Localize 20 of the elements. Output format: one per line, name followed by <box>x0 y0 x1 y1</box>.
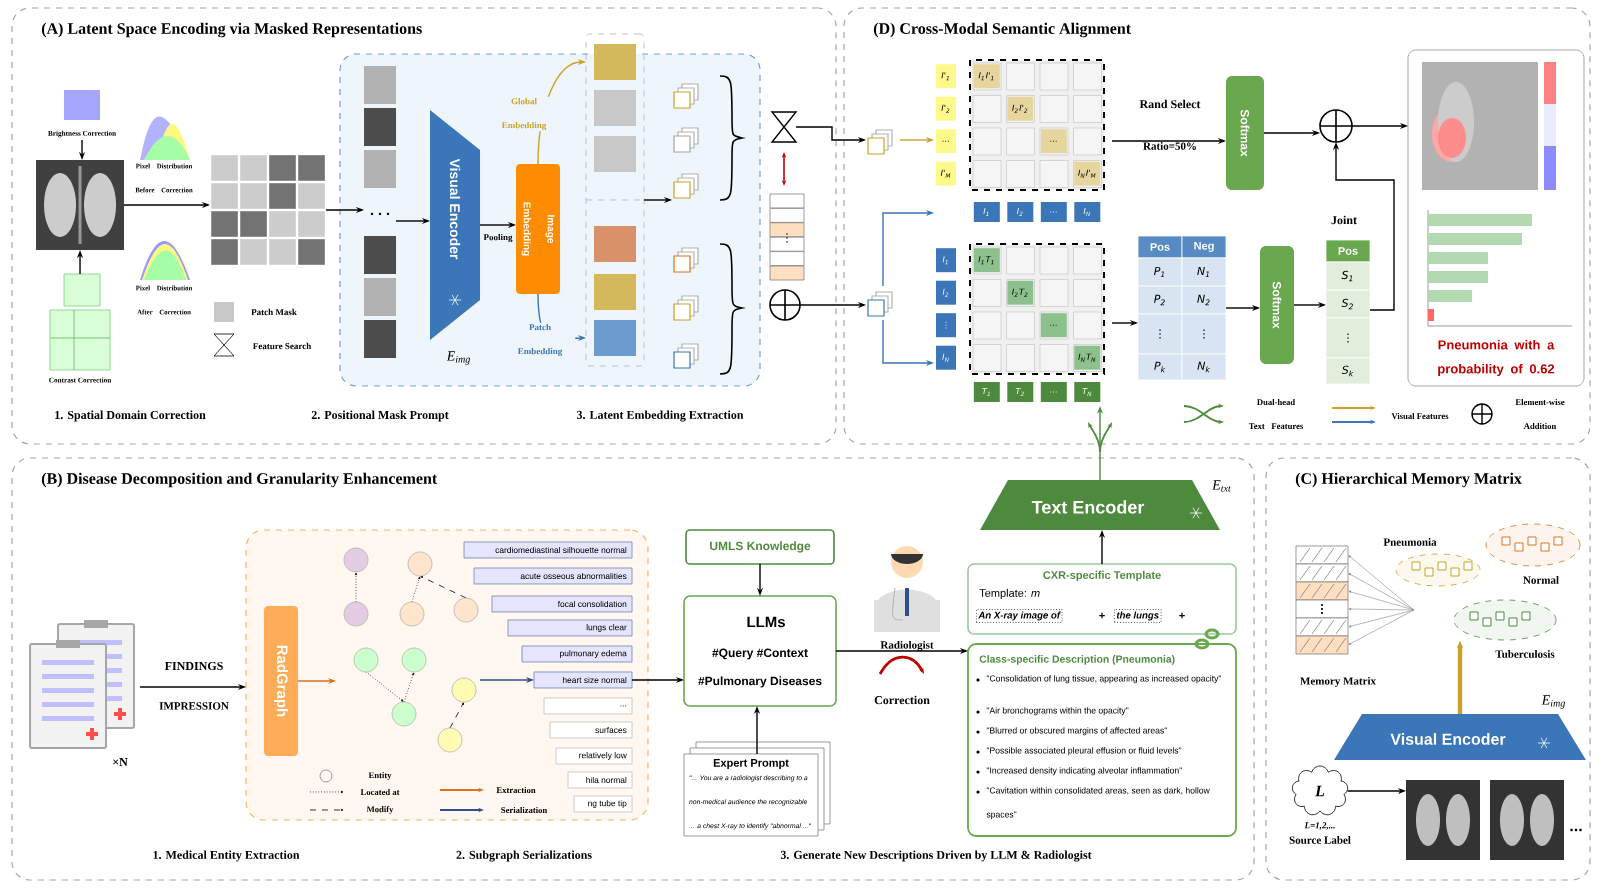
feature-stack <box>867 129 893 155</box>
addition-symbol <box>769 289 801 321</box>
feature-stack <box>867 291 893 317</box>
xray-image <box>36 160 125 250</box>
encoder-trapezoid: Visual Encoder <box>1334 714 1586 760</box>
arrow <box>1348 607 1415 611</box>
patch-strip <box>364 66 396 358</box>
hourglass-symbol <box>770 111 798 143</box>
masked-patch-grid <box>211 155 325 265</box>
ellipsis-label: ... <box>1570 828 1582 832</box>
arrow <box>1348 609 1415 628</box>
embedding-column <box>585 33 645 367</box>
arrow <box>1348 609 1415 645</box>
arrow <box>1348 573 1415 611</box>
addition-symbol <box>1319 109 1353 143</box>
feature-stack-group <box>673 83 699 369</box>
arrow <box>1348 590 1415 611</box>
arrow <box>1348 555 1415 611</box>
source-label-cloud: L <box>1291 765 1349 816</box>
entity-graph-drawing <box>343 547 479 753</box>
